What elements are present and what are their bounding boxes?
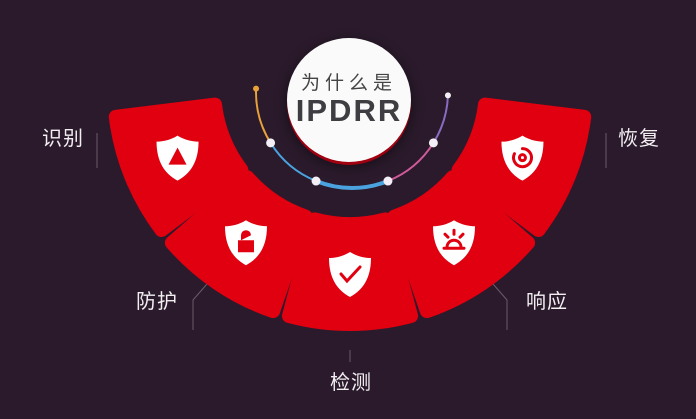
shield-alarm-icon <box>433 220 476 266</box>
label-respond: 响应 <box>526 289 568 313</box>
arc-segment <box>315 179 389 190</box>
shield-alert-icon <box>156 135 199 181</box>
arc-segment <box>432 95 449 144</box>
arc-segment <box>269 142 317 182</box>
arc-segment <box>387 142 435 182</box>
arc-dot <box>383 176 393 186</box>
arc-segment <box>255 88 272 144</box>
arc-dot <box>266 138 276 148</box>
center-subtitle: 为什么是 <box>300 72 397 94</box>
shield-check-icon <box>329 252 371 297</box>
arc-dot <box>428 138 438 148</box>
label-identify: 识别 <box>42 126 84 150</box>
shield-lock-icon <box>224 220 267 266</box>
center-circle: 为什么是 IPDRR <box>287 38 411 162</box>
label-recover: 恢复 <box>618 126 660 150</box>
label-protect: 防护 <box>136 289 178 313</box>
label-detect: 检测 <box>330 370 372 394</box>
center-title: IPDRR <box>295 93 403 128</box>
connector-line <box>192 283 208 330</box>
connector-line <box>492 283 508 330</box>
arc-dot <box>253 85 260 92</box>
arc-dot <box>311 176 321 186</box>
arc-dot <box>444 92 451 99</box>
shield-restore-icon <box>501 135 544 181</box>
